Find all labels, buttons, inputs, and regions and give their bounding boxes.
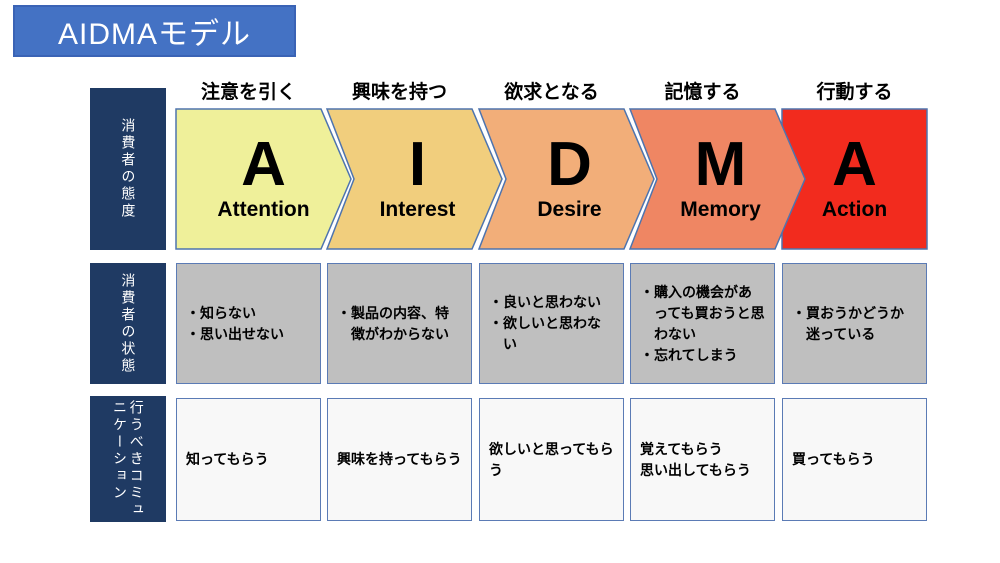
comm-label-line-1: 行うべきコミュ	[128, 399, 145, 519]
stage-word-desire: Desire	[537, 198, 602, 222]
bullet-mark: ・	[640, 346, 654, 363]
state-bullet-text: 欲しいと思わない	[503, 315, 601, 352]
bullet-mark: ・	[489, 315, 503, 331]
comm-box-desire: 欲しいと思ってもらう	[479, 398, 624, 521]
state-bullet: ・忘れてしまう	[640, 345, 765, 366]
stage-text-desire: D Desire	[482, 109, 657, 249]
stage-letter-attention: A	[241, 129, 286, 199]
bullet-mark: ・	[337, 304, 351, 321]
comm-label-line-2: ニケーション	[112, 399, 128, 502]
bullet-mark: ・	[792, 304, 806, 321]
state-bullet-text: 買おうかどうか迷っている	[806, 304, 904, 342]
stage-header-action: 行動する	[816, 81, 893, 103]
state-bullet: ・製品の内容、特徴がわからない	[337, 303, 462, 345]
comm-text: 興味を持ってもらう	[337, 451, 462, 467]
comm-box-attention: 知ってもらう	[176, 398, 321, 521]
state-bullet: ・買おうかどうか迷っている	[792, 303, 917, 345]
row-label-communication: 行うべきコミュ ニケーション	[90, 396, 166, 522]
state-bullet-text: 良いと思わない	[503, 294, 601, 310]
comm-box-interest: 興味を持ってもらう	[327, 398, 472, 521]
stage-word-memory: Memory	[680, 198, 761, 222]
comm-text: 欲しいと思ってもらう	[489, 440, 614, 478]
comm-text: 知ってもらう	[186, 451, 269, 467]
state-bullet: ・購入の機会があっても買おうと思わない	[640, 282, 765, 345]
bullet-mark: ・	[489, 294, 503, 310]
stage-word-attention: Attention	[217, 198, 310, 222]
state-bullet-text: 製品の内容、特徴がわからない	[351, 304, 449, 342]
state-bullet: ・思い出せない	[186, 324, 311, 345]
bullet-mark: ・	[186, 304, 200, 321]
stage-text-memory: M Memory	[633, 109, 808, 249]
stage-text-action: A Action	[782, 109, 927, 249]
state-bullet-text: 知らない	[200, 304, 256, 321]
state-bullet-text: 忘れてしまう	[654, 346, 738, 363]
stage-header-desire: 欲求となる	[504, 81, 599, 103]
comm-box-action: 買ってもらう	[782, 398, 927, 521]
stage-letter-desire: D	[547, 129, 592, 199]
stage-letter-action: A	[832, 129, 877, 199]
stage-shape-action	[781, 108, 928, 250]
state-bullet-text: 思い出せない	[200, 325, 284, 342]
state-box-desire: ・良いと思わない ・欲しいと思わない	[479, 263, 624, 384]
stage-word-action: Action	[821, 198, 888, 222]
state-box-interest: ・製品の内容、特徴がわからない	[327, 263, 472, 384]
stage-header-memory: 記憶する	[664, 81, 741, 103]
stage-word-interest: Interest	[379, 198, 456, 222]
row-label-communication-text: 行うべきコミュ ニケーション	[111, 400, 145, 519]
stage-header-interest: 興味を持つ	[351, 81, 447, 103]
state-bullet: ・知らない	[186, 303, 311, 324]
state-bullet-text: 購入の機会があっても買おうと思わない	[654, 283, 765, 342]
bullet-mark: ・	[640, 283, 654, 300]
row-label-consumer-attitude-text: 消費者の態度	[120, 118, 137, 220]
stage-letter-interest: I	[408, 129, 427, 199]
stage-shape-desire	[477, 108, 655, 250]
state-box-attention: ・知らない ・思い出せない	[176, 263, 321, 384]
row-label-consumer-attitude: 消費者の態度	[90, 88, 166, 250]
aidma-arrow-shapes	[175, 108, 928, 250]
comm-box-memory: 覚えてもらう 思い出してもらう	[630, 398, 775, 521]
state-box-memory: ・購入の機会があっても買おうと思わない ・忘れてしまう	[630, 263, 775, 384]
state-box-action: ・買おうかどうか迷っている	[782, 263, 927, 384]
row-label-consumer-state: 消費者の状態	[90, 263, 166, 384]
row-label-consumer-state-text: 消費者の状態	[120, 272, 137, 375]
stage-shape-attention	[175, 108, 352, 250]
stage-letter-memory: M	[694, 129, 747, 199]
comm-text: 買ってもらう	[792, 451, 875, 467]
slide-title-bar: AIDMAモデル	[13, 5, 296, 57]
stage-shape-interest	[325, 108, 503, 250]
comm-text: 思い出してもらう	[640, 461, 751, 478]
state-bullet: ・良いと思わない	[489, 292, 614, 313]
aidma-arrow-row: A Attention I Interest D Desire M Memory…	[170, 105, 930, 253]
stage-shape-memory	[628, 108, 806, 250]
stage-text-interest: I Interest	[330, 109, 505, 249]
stage-text-attention: A Attention	[176, 109, 351, 249]
stage-header-attention: 注意を引く	[200, 81, 296, 103]
bullet-mark: ・	[186, 325, 200, 342]
comm-text: 覚えてもらう	[640, 440, 723, 457]
slide-title: AIDMAモデル	[57, 18, 251, 51]
state-bullet: ・欲しいと思わない	[489, 313, 614, 355]
